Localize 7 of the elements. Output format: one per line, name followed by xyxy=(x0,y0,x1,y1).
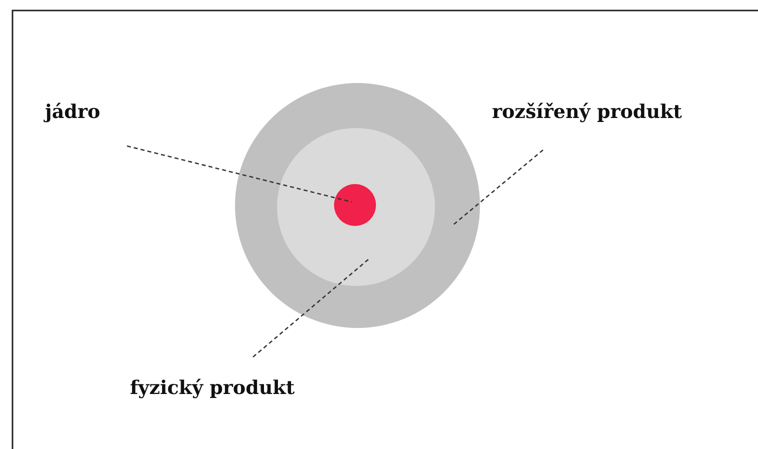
leader-line xyxy=(252,258,370,358)
leader-line xyxy=(126,145,352,203)
leader-label: fyzický produkt xyxy=(130,377,295,400)
leader-label: jádro xyxy=(45,101,100,124)
leader-line xyxy=(452,150,544,226)
core-circle xyxy=(334,184,376,226)
leader-label: rozšířený produkt xyxy=(492,101,682,124)
